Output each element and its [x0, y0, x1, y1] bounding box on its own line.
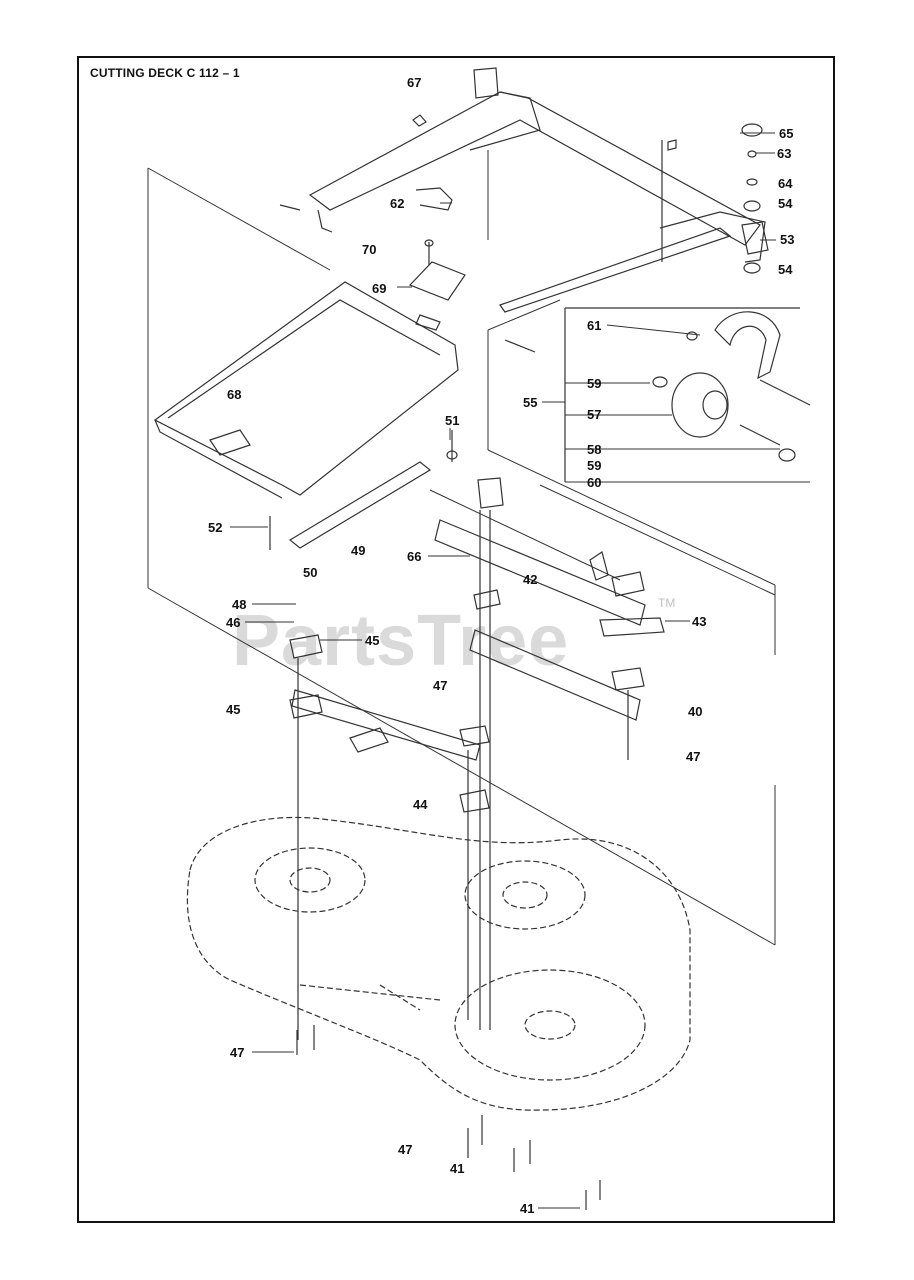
- wheel-assembly-drawing: [504, 307, 811, 482]
- callout-41-lower: 41: [520, 1201, 535, 1216]
- callout-44: 44: [413, 797, 428, 812]
- callout-51: 51: [445, 413, 460, 428]
- callout-70: 70: [362, 242, 377, 257]
- callout-64: 64: [778, 176, 793, 191]
- callout-65: 65: [779, 126, 794, 141]
- bracket-drawing: [408, 239, 466, 301]
- leader-lines: [230, 132, 810, 1209]
- callout-69: 69: [372, 281, 387, 296]
- callout-55: 55: [523, 395, 538, 410]
- group-outline-lines: [147, 150, 776, 946]
- callout-54-bottom: 54: [778, 262, 793, 277]
- diagram-title: CUTTING DECK C 112 – 1: [90, 66, 240, 80]
- callout-63: 63: [777, 146, 792, 161]
- callout-59-upper: 59: [587, 376, 602, 391]
- diagram-border: [77, 56, 835, 1223]
- callout-57: 57: [587, 407, 602, 422]
- bottom-bolts-drawing: [296, 1025, 601, 1210]
- callout-50: 50: [303, 565, 318, 580]
- callout-60: 60: [587, 475, 602, 490]
- callout-47-mid: 47: [433, 678, 448, 693]
- adjuster-rod-drawing: [269, 430, 458, 550]
- callout-53: 53: [780, 232, 795, 247]
- hanger-links-drawing: [289, 477, 645, 1040]
- callout-47-bottom: 47: [398, 1142, 413, 1157]
- callout-66: 66: [407, 549, 422, 564]
- lift-frame-drawing: [279, 67, 766, 313]
- callout-45-upper: 45: [365, 633, 380, 648]
- callout-41-upper: 41: [450, 1161, 465, 1176]
- callout-54-top: 54: [778, 196, 793, 211]
- callout-52: 52: [208, 520, 223, 535]
- callout-49: 49: [351, 543, 366, 558]
- callout-59-lower: 59: [587, 458, 602, 473]
- callout-47-left: 47: [230, 1045, 245, 1060]
- mower-deck-housing-drawing: [186, 816, 691, 1111]
- deck-support-frame-drawing: [153, 281, 459, 499]
- callout-47-right: 47: [686, 749, 701, 764]
- callout-62: 62: [390, 196, 405, 211]
- callout-58: 58: [587, 442, 602, 457]
- callout-40: 40: [688, 704, 703, 719]
- bushing-stack-drawing: [741, 123, 769, 274]
- callout-68: 68: [227, 387, 242, 402]
- callout-45-lower: 45: [226, 702, 241, 717]
- callout-42: 42: [523, 572, 538, 587]
- watermark-trademark: TM: [658, 596, 676, 610]
- callout-67: 67: [407, 75, 422, 90]
- callout-48: 48: [232, 597, 247, 612]
- callout-61: 61: [587, 318, 602, 333]
- callout-43: 43: [692, 614, 707, 629]
- callout-46: 46: [226, 615, 241, 630]
- axles-drawing: [291, 519, 665, 761]
